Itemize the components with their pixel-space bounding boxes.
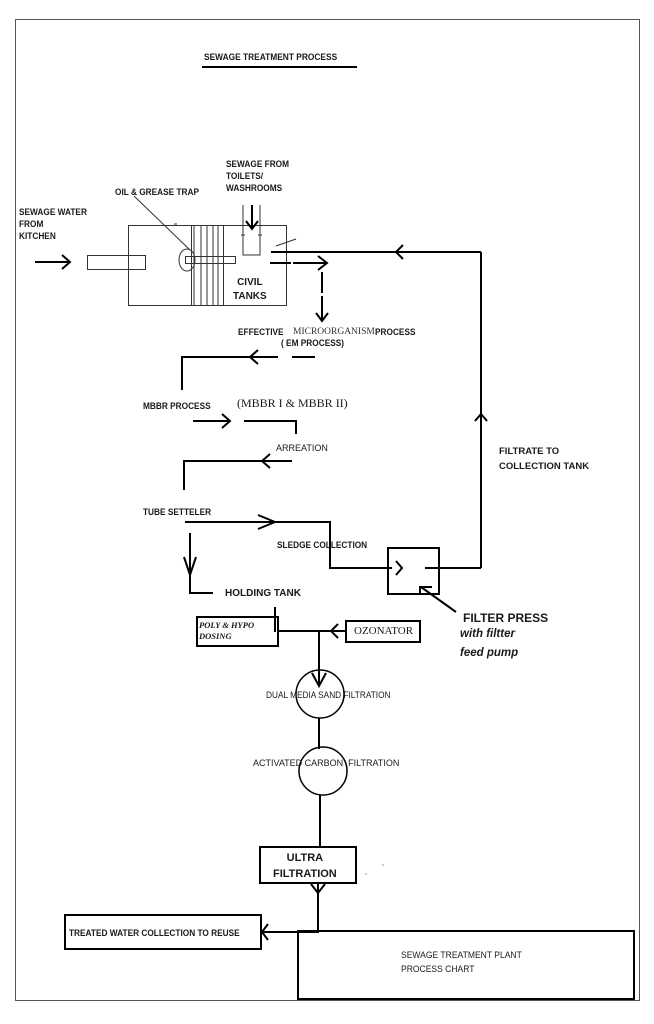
kitchen-input-label: SEWAGE WATER FROM KITCHEN [19, 207, 87, 241]
civil-tank-outlet [270, 251, 481, 323]
filter-press-pointer [420, 586, 457, 613]
inlet-pipe [87, 255, 146, 270]
filtrate-return-line [394, 244, 488, 568]
oil-grease-trap-baffles [133, 195, 236, 306]
mbbr-to-aeration-line [193, 413, 297, 434]
diagram-title: SEWAGE TREATMENT PROCESS [204, 52, 338, 63]
em-process-sub-label: ( EM PROCESS) [281, 338, 345, 348]
treated-water-label: TREATED WATER COLLECTION TO REUSE [69, 928, 240, 938]
arreation-label: ARREATION [276, 443, 328, 453]
em-process-label-1: EFFECTIVE [238, 327, 284, 337]
page-border [15, 19, 640, 1001]
em-to-mbbr-line [181, 349, 315, 390]
ultra-filtration-box [259, 846, 357, 884]
mbbr-process-label: MBBR PROCESS [143, 401, 211, 411]
toilet-input-label: SEWAGE FROM TOILETS/ WASHROOMS [226, 159, 290, 193]
oil-grease-trap-label: OIL & GREASE TRAP [115, 187, 200, 197]
mbbr-sub-label: (MBBR I & MBBR II) [237, 396, 348, 410]
ultra-filtration-label: ULTRA FILTRATION [273, 852, 337, 880]
civil-tanks-label: CIVIL TANKS [233, 277, 267, 302]
footer-title-text: SEWAGE TREATMENT PLANT PROCESS CHART [401, 950, 522, 975]
filter-press-box [387, 547, 481, 595]
toilet-input-arrow [245, 205, 259, 231]
tube-setteler-label: TUBE SETTELER [143, 507, 212, 517]
footer-title-box [297, 930, 635, 1000]
title-underline [202, 66, 357, 68]
filtrate-label: FILTRATE TO COLLECTION TANK [499, 446, 590, 472]
em-process-label-2: MICROORGANISM [293, 327, 375, 337]
aeration-to-settler-line [183, 453, 292, 490]
activated-carbon-circle [298, 746, 348, 796]
stray-dot [382, 864, 384, 866]
filter-press-label: FILTER PRESS [463, 611, 549, 625]
poly-hypo-label: POLY & HYPO DOSING [199, 620, 255, 641]
vent-line [275, 238, 297, 247]
ozonator-line [278, 623, 346, 689]
activated-carbon-label: ACTIVATED CARBON FILTRATION [253, 758, 400, 768]
sledge-collection-label: SLEDGE COLLECTION [277, 540, 368, 550]
dual-media-label: DUAL MEDIA SAND FILTRATION [266, 690, 391, 700]
toilet-inlet-chute [241, 205, 262, 256]
settler-to-holding-line [183, 533, 213, 594]
treated-water-box [64, 914, 262, 950]
ozonator-label: OZONATOR [354, 625, 414, 637]
kitchen-input-arrow [35, 254, 72, 270]
stray-dot [365, 873, 367, 875]
sludge-line [185, 514, 404, 576]
em-process-label-3: PROCESS [375, 327, 416, 337]
filter-press-sub-label: with filtter feed pump [460, 628, 519, 659]
holding-tank-label: HOLDING TANK [225, 588, 301, 599]
